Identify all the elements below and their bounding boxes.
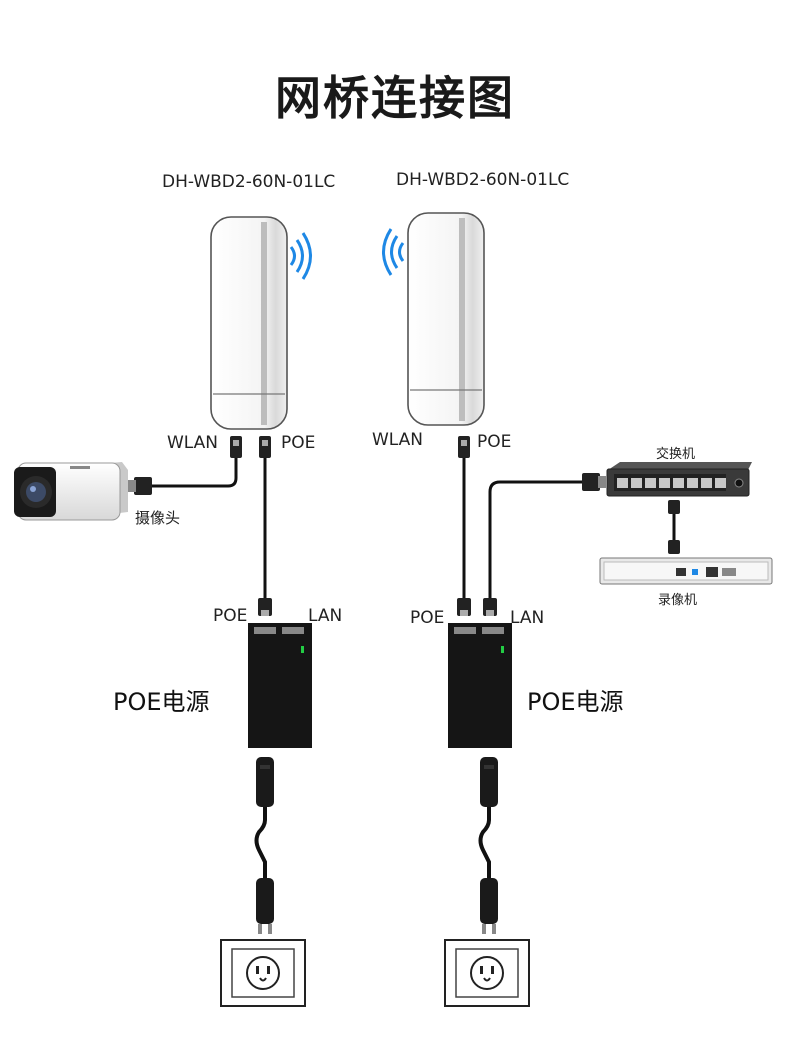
right-power-cord (478, 757, 498, 934)
right-bridge-poe-connector (458, 436, 470, 458)
left-power-cord (254, 757, 274, 934)
left-injector-label: POE电源 (113, 688, 210, 716)
left-bridge-poe-label: POE (281, 433, 316, 453)
left-signal-waves-icon (289, 232, 312, 280)
nvr-label: 录像机 (658, 593, 698, 608)
camera-device (14, 462, 128, 521)
right-injector-label: POE电源 (527, 688, 624, 716)
right-injector-poe-plug (457, 598, 471, 616)
left-bridge-wlan-connector (230, 436, 242, 458)
camera-label: 摄像头 (135, 509, 181, 527)
right-power-outlet (444, 939, 530, 1007)
left-bridge-poe-connector (259, 436, 271, 458)
right-bridge-wlan-label: WLAN (372, 430, 424, 450)
switch-cable (488, 480, 585, 600)
left-bridge-model: DH-WBD2-60N-01LC (162, 172, 336, 192)
right-injector-lan-label: LAN (510, 608, 545, 628)
nvr-device (599, 557, 773, 585)
left-injector-poe-plug (258, 598, 272, 616)
left-power-outlet (220, 939, 306, 1007)
switch-cable-plug (582, 473, 606, 491)
right-poe-injector (448, 623, 512, 748)
left-bridge-wlan-label: WLAN (167, 433, 219, 453)
right-injector-poe-label: POE (410, 608, 445, 628)
page-title: 网桥连接图 (275, 71, 515, 125)
right-bridge-device (407, 212, 485, 426)
right-bridge-model: DH-WBD2-60N-01LC (396, 170, 570, 190)
right-injector-lan-plug (483, 598, 497, 616)
left-poe-injector (248, 623, 312, 748)
left-injector-poe-label: POE (213, 606, 248, 626)
left-bridge-device (210, 216, 288, 430)
right-bridge-poe-label: POE (477, 432, 512, 452)
switch-label: 交换机 (656, 447, 696, 462)
camera-cable-plug (128, 477, 152, 495)
camera-cable (150, 458, 238, 488)
switch-nvr-cable (668, 500, 680, 554)
right-signal-waves-icon (382, 228, 405, 276)
switch-device (606, 462, 752, 497)
left-injector-lan-label: LAN (308, 606, 343, 626)
